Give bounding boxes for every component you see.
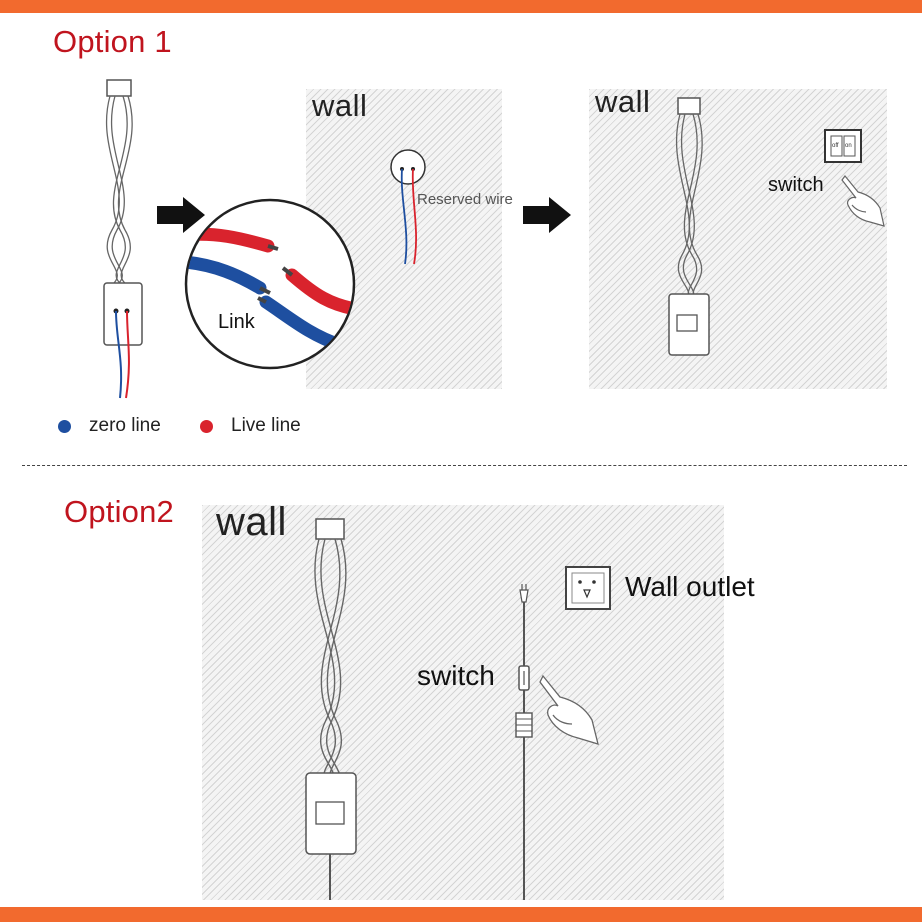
zero-line-dot-icon bbox=[58, 419, 71, 433]
legend-zero-line-label: zero line bbox=[89, 415, 161, 436]
option1-title: Option 1 bbox=[53, 24, 172, 59]
right-arrow-icon bbox=[157, 197, 205, 233]
pointing-hand-icon bbox=[539, 674, 599, 745]
option1-wall-label-2: wall bbox=[312, 88, 368, 123]
section-divider bbox=[22, 465, 907, 466]
wall-outlet-label: Wall outlet bbox=[625, 571, 755, 602]
option2-switch-label: switch bbox=[417, 660, 495, 691]
switch-off-label: off bbox=[832, 143, 839, 149]
pointing-hand-icon bbox=[841, 175, 885, 227]
reserved-wire-label: Reserved wire bbox=[417, 191, 513, 208]
switch-on-label: on bbox=[845, 143, 852, 149]
link-label: Link bbox=[218, 311, 255, 333]
legend-zero-line: zero line bbox=[58, 415, 161, 437]
legend-live-line-label: Live line bbox=[231, 415, 301, 436]
option2-title: Option2 bbox=[64, 494, 174, 529]
option1-wall-panel-2 bbox=[306, 89, 502, 389]
live-line-dot-icon bbox=[200, 419, 213, 433]
option2-wall-panel bbox=[202, 505, 724, 900]
legend-live-line: Live line bbox=[200, 415, 301, 437]
bottom-accent-bar bbox=[0, 907, 922, 922]
option2-wall-label: wall bbox=[216, 500, 287, 544]
right-arrow-icon bbox=[523, 197, 571, 233]
option1-switch-label: switch bbox=[768, 174, 824, 196]
top-accent-bar bbox=[0, 0, 922, 13]
option1-wall-label-3: wall bbox=[595, 84, 651, 119]
